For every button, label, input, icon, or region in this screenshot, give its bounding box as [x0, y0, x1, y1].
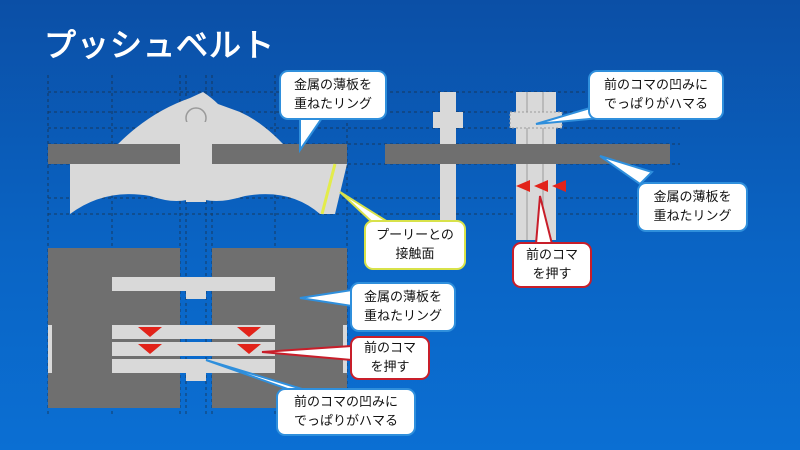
callout-ring-top-left: 金属の薄板を 重ねたリング [279, 70, 387, 120]
callout-line: を押す [370, 360, 410, 375]
callout-line: 金属の薄板を [363, 290, 442, 305]
element-top-view [48, 248, 347, 408]
callout-dimple-top-right: 前のコマの凹みに でっぱりがハマる [588, 70, 724, 120]
callout-line: を押す [532, 267, 572, 282]
callout-push-right: 前のコマ を押す [512, 242, 592, 288]
callout-push-lower: 前のコマ を押す [350, 336, 430, 380]
element-side-view [385, 92, 670, 240]
callout-line: 重ねたリング [363, 309, 442, 324]
callout-line: 前のコマ [363, 341, 416, 356]
ring-right [212, 144, 347, 164]
element-front-view [48, 92, 347, 215]
callout-line: 接触面 [395, 247, 435, 262]
callout-pointers [205, 106, 654, 393]
ring-left [48, 144, 180, 164]
ring-side [385, 144, 670, 164]
callout-ring-right: 金属の薄板を 重ねたリング [637, 182, 748, 232]
callout-line: でっぱりがハマる [293, 414, 398, 429]
callout-line: 金属の薄板を [293, 78, 372, 93]
callout-dimple-lower: 前のコマの凹みに でっぱりがハマる [276, 388, 416, 436]
callout-ring-lower: 金属の薄板を 重ねたリング [350, 282, 456, 332]
page-title: プッシュベルト [44, 26, 276, 64]
element-neck [186, 122, 206, 202]
pulley-contact-edge [320, 163, 337, 215]
callout-line: 前のコマの凹みに [603, 78, 708, 93]
callout-pulley-contact: プーリーとの 接触面 [364, 220, 466, 270]
callout-line: 重ねたリング [653, 209, 732, 224]
callout-line: でっぱりがハマる [603, 97, 708, 112]
callout-line: 金属の薄板を [653, 190, 732, 205]
callout-line: 前のコマ [525, 248, 578, 263]
callout-line: 前のコマの凹みに [293, 395, 398, 410]
callout-line: プーリーとの [376, 228, 454, 243]
callout-line: 重ねたリング [293, 97, 372, 112]
